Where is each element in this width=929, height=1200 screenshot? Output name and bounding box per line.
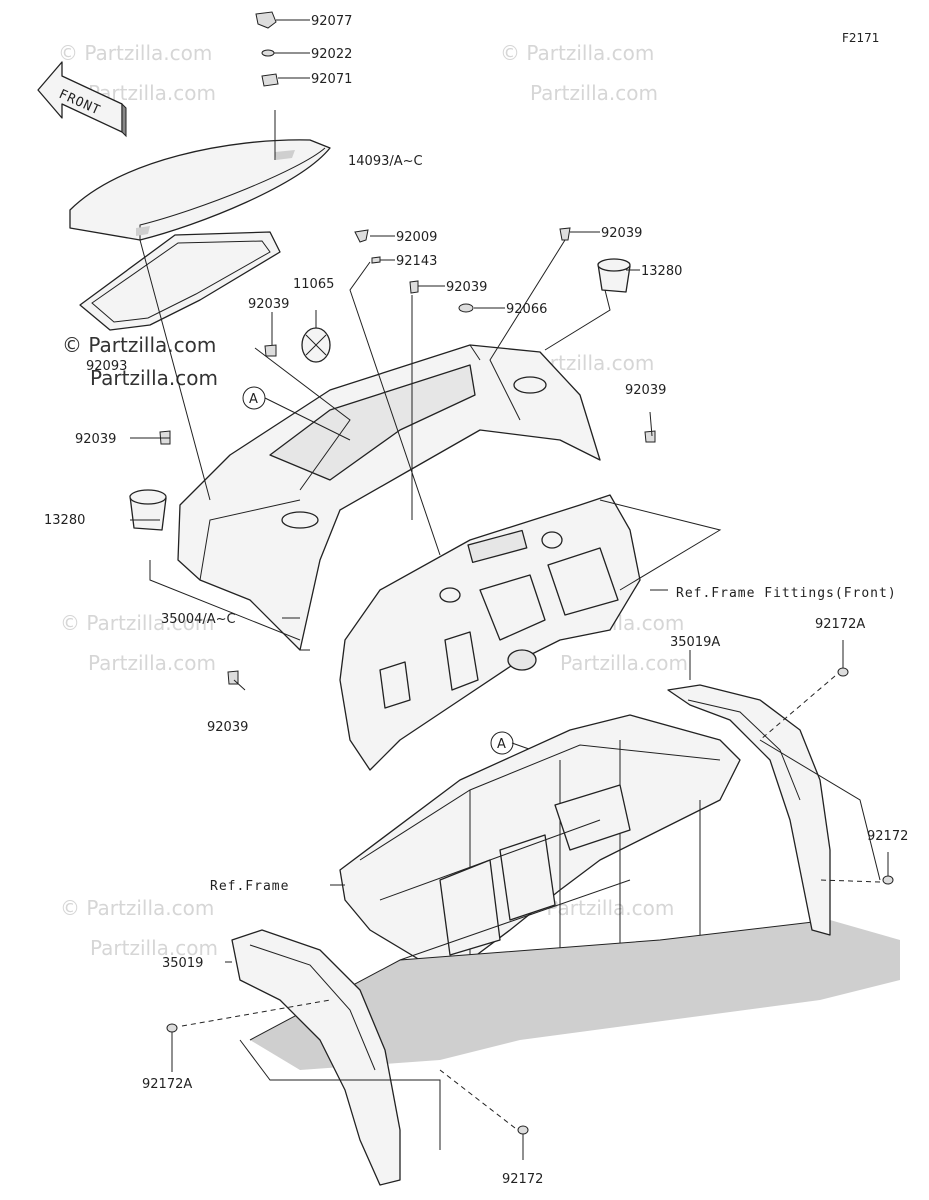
grommet-92071-icon [261, 73, 279, 87]
cover-11065-icon [301, 327, 331, 363]
part-label[interactable]: 92143 [396, 254, 437, 269]
figure-code: F2171 [842, 31, 879, 45]
part-label[interactable]: 92172 [867, 829, 908, 844]
watermark: © Partzilla.com [60, 611, 214, 635]
part-label[interactable]: 92172A [142, 1077, 192, 1092]
part-label[interactable]: 92039 [601, 226, 642, 241]
cup-holder-left-icon [129, 489, 167, 531]
clip-icon [159, 227, 656, 685]
lower-dash-panel [339, 494, 641, 771]
vehicle-frame [249, 714, 900, 1070]
svg-text:A: A [497, 737, 506, 752]
front-arrow-icon: FRONT [37, 61, 127, 138]
watermark: © Partzilla.com [58, 41, 212, 65]
callout-a-top: A [242, 386, 266, 410]
upper-dash-panel [177, 344, 601, 651]
part-label[interactable]: 92066 [506, 302, 547, 317]
part-label[interactable]: 92009 [396, 230, 437, 245]
watermark: © Partzilla.com [500, 41, 654, 65]
svg-text:A: A [249, 392, 258, 407]
part-label[interactable]: 92039 [248, 297, 289, 312]
part-label[interactable]: 35019 [162, 956, 203, 971]
part-label[interactable]: 92093 [86, 359, 127, 374]
part-label[interactable]: 13280 [44, 513, 85, 528]
part-label[interactable]: 92039 [75, 432, 116, 447]
part-label[interactable]: 92077 [311, 14, 352, 29]
lid-seal [79, 231, 281, 331]
part-label[interactable]: 92172 [502, 1172, 543, 1187]
part-label[interactable]: 92039 [625, 383, 666, 398]
part-label[interactable]: 92172A [815, 617, 865, 632]
fender-right [667, 684, 831, 936]
watermark: Partzilla.com [88, 651, 216, 675]
fender-left [231, 929, 401, 1186]
watermark: Partzilla.com [530, 81, 658, 105]
part-label[interactable]: 35004/A~C [161, 612, 236, 627]
watermark: Partzilla.com [90, 936, 218, 960]
part-label[interactable]: 11065 [293, 277, 334, 292]
callout-a-bottom: A [490, 731, 514, 755]
watermark: Partzilla.com [560, 651, 688, 675]
watermark-dark: Partzilla.com [90, 366, 218, 390]
part-label[interactable]: 92022 [311, 47, 352, 62]
part-label[interactable]: 35019A [670, 635, 720, 650]
glove-box-lid [69, 139, 331, 241]
part-label[interactable]: 92071 [311, 72, 352, 87]
part-label[interactable]: 14093/A~C [348, 154, 423, 169]
part-label[interactable]: 13280 [641, 264, 682, 279]
clip-92077-icon [255, 11, 277, 29]
part-label[interactable]: 92039 [446, 280, 487, 295]
watermark-dark: © Partzilla.com [62, 333, 216, 357]
part-label[interactable]: 92039 [207, 720, 248, 735]
ref-frame[interactable]: Ref.Frame [210, 879, 289, 894]
ref-frame-fittings-front[interactable]: Ref.Frame Fittings(Front) [676, 586, 897, 601]
washer-92022-icon [261, 49, 275, 57]
watermark: © Partzilla.com [60, 896, 214, 920]
cup-holder-right-icon [597, 258, 631, 293]
